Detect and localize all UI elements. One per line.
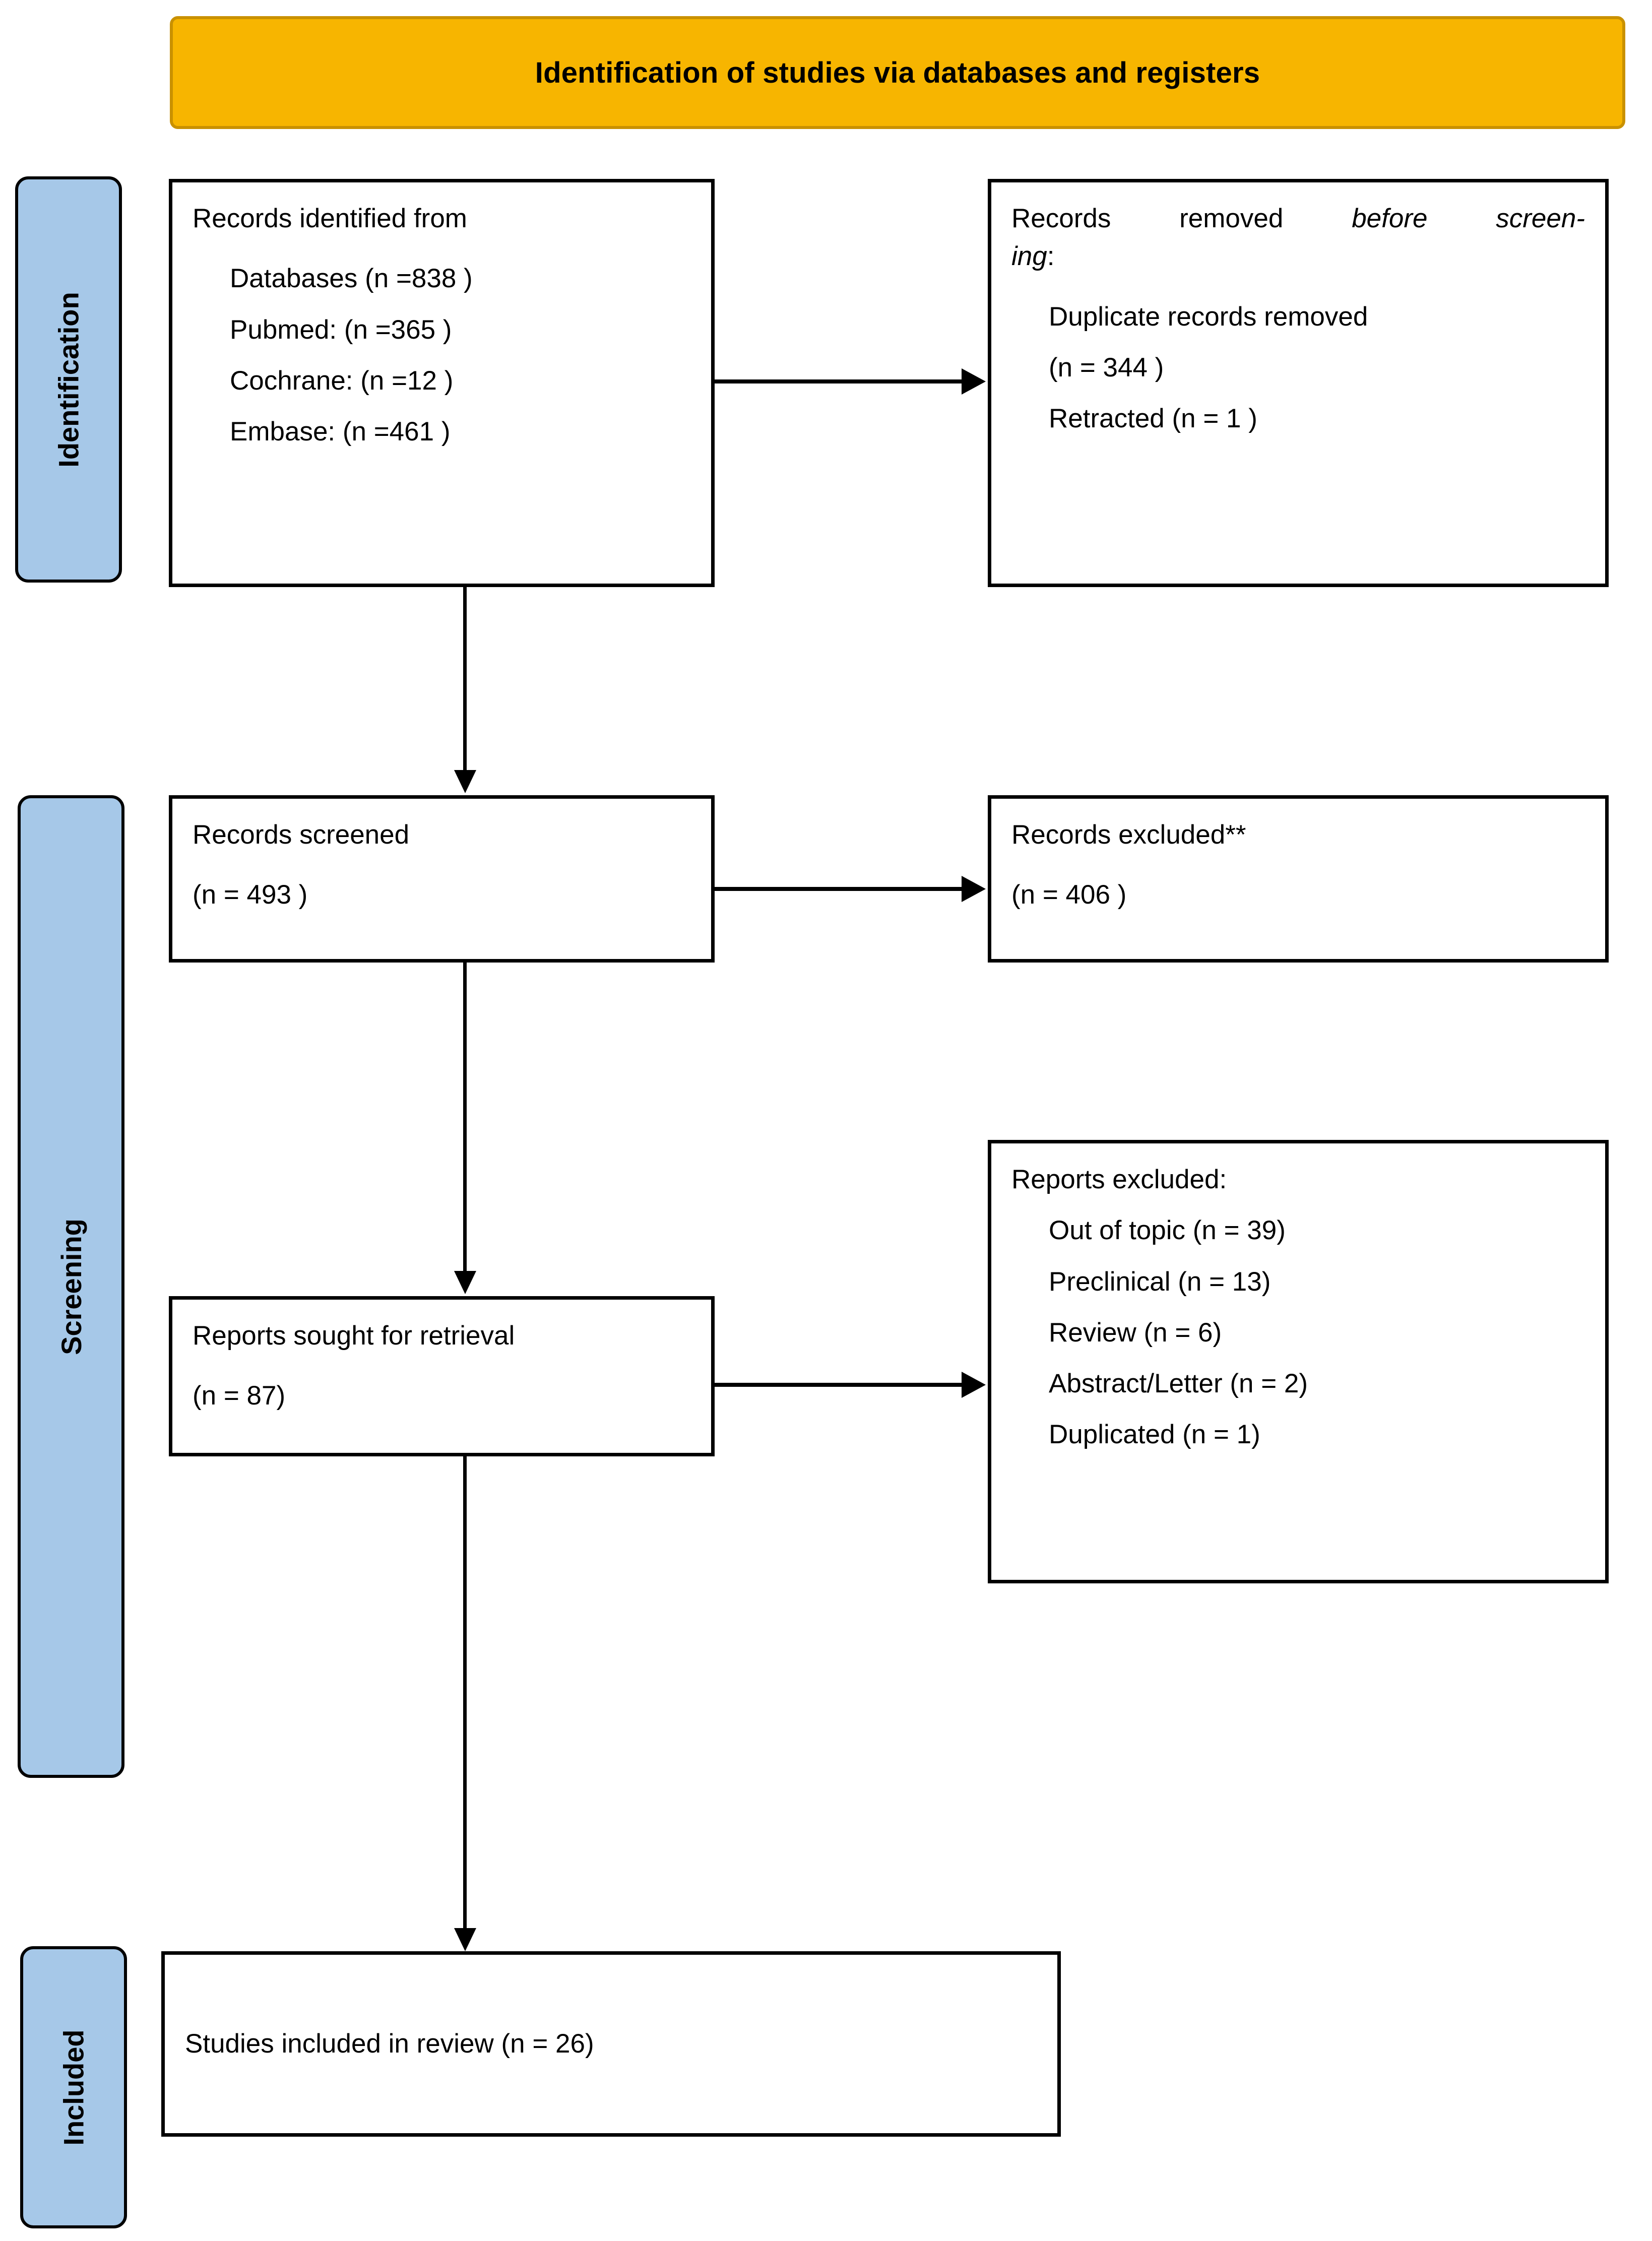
connector-screened-to-sought: [463, 963, 467, 1272]
connector-sought-to-studies-included: [463, 1456, 467, 1930]
stage-header-title: Identification of studies via databases …: [535, 56, 1260, 89]
reports-excluded-item-abstract-letter: Abstract/Letter (n = 2): [1049, 1369, 1308, 1398]
phase-bar-included: Included: [20, 1946, 127, 2228]
records-removed-title-colon: :: [1047, 241, 1055, 272]
connector-identified-to-screened: [463, 587, 467, 772]
reports-excluded-item-out-of-topic: Out of topic (n = 39): [1049, 1215, 1286, 1246]
reports-excluded-title: Reports excluded:: [1011, 1165, 1227, 1194]
arrowhead-screened-to-sought: [454, 1271, 476, 1294]
records-identified-item-cochrane: Cochrane: (n =12 ): [230, 365, 454, 396]
stage-header-identification: Identification of studies via databases …: [170, 16, 1625, 129]
records-removed-title-italic2: ing: [1011, 241, 1047, 272]
records-removed-item-duplicate: Duplicate records removed: [1049, 301, 1368, 332]
records-removed-item-retracted: Retracted (n = 1 ): [1049, 404, 1257, 433]
reports-sought-count: (n = 87): [193, 1381, 286, 1411]
records-screened-count: (n = 493 ): [193, 880, 308, 910]
records-removed-title-cont: ing:: [1011, 237, 1585, 275]
phase-bar-screening: Screening: [18, 795, 124, 1778]
records-identified-item-embase: Embase: (n =461 ): [230, 417, 451, 446]
box-records-screened: Records screened (n = 493 ): [169, 795, 715, 963]
records-identified-item-pubmed: Pubmed: (n =365 ): [230, 314, 452, 345]
reports-sought-title: Reports sought for retrieval: [193, 1321, 515, 1351]
records-removed-title-plain: Records removed: [1011, 204, 1284, 233]
phase-bar-identification: Identification: [15, 176, 122, 583]
connector-identified-to-removed: [715, 379, 965, 383]
records-removed-title-italic: before screen-: [1352, 204, 1585, 233]
arrowhead-sought-to-reports-excluded: [962, 1372, 986, 1398]
reports-excluded-item-review: Review (n = 6): [1049, 1317, 1222, 1348]
records-removed-title: Records removed before screen-: [1011, 200, 1585, 237]
records-identified-title: Records identified from: [193, 204, 467, 233]
connector-screened-to-excluded: [715, 887, 965, 891]
connector-sought-to-reports-excluded: [715, 1383, 965, 1387]
arrowhead-sought-to-studies-included: [454, 1928, 476, 1951]
phase-label-screening: Screening: [55, 1218, 87, 1355]
reports-excluded-item-preclinical: Preclinical (n = 13): [1049, 1266, 1271, 1297]
box-reports-excluded: Reports excluded: Out of topic (n = 39) …: [988, 1140, 1609, 1583]
phase-label-included: Included: [57, 2029, 90, 2146]
records-excluded-title: Records excluded**: [1011, 820, 1246, 850]
arrowhead-screened-to-excluded: [962, 876, 986, 902]
records-screened-title: Records screened: [193, 820, 410, 850]
arrowhead-identified-to-removed: [962, 368, 986, 395]
box-records-identified: Records identified from Databases (n =83…: [169, 179, 715, 587]
arrowhead-identified-to-screened: [454, 770, 476, 793]
records-identified-item-databases: Databases (n =838 ): [230, 264, 473, 294]
box-records-excluded: Records excluded** (n = 406 ): [988, 795, 1609, 963]
reports-excluded-item-duplicated: Duplicated (n = 1): [1049, 1420, 1260, 1450]
box-reports-sought: Reports sought for retrieval (n = 87): [169, 1296, 715, 1456]
studies-included-text: Studies included in review (n = 26): [185, 2029, 594, 2059]
box-records-removed: Records removed before screen- ing: Dupl…: [988, 179, 1609, 587]
box-studies-included: Studies included in review (n = 26): [161, 1951, 1061, 2137]
records-removed-item-duplicate-count: (n = 344 ): [1049, 352, 1164, 382]
records-excluded-count: (n = 406 ): [1011, 880, 1127, 910]
phase-label-identification: Identification: [52, 291, 85, 468]
